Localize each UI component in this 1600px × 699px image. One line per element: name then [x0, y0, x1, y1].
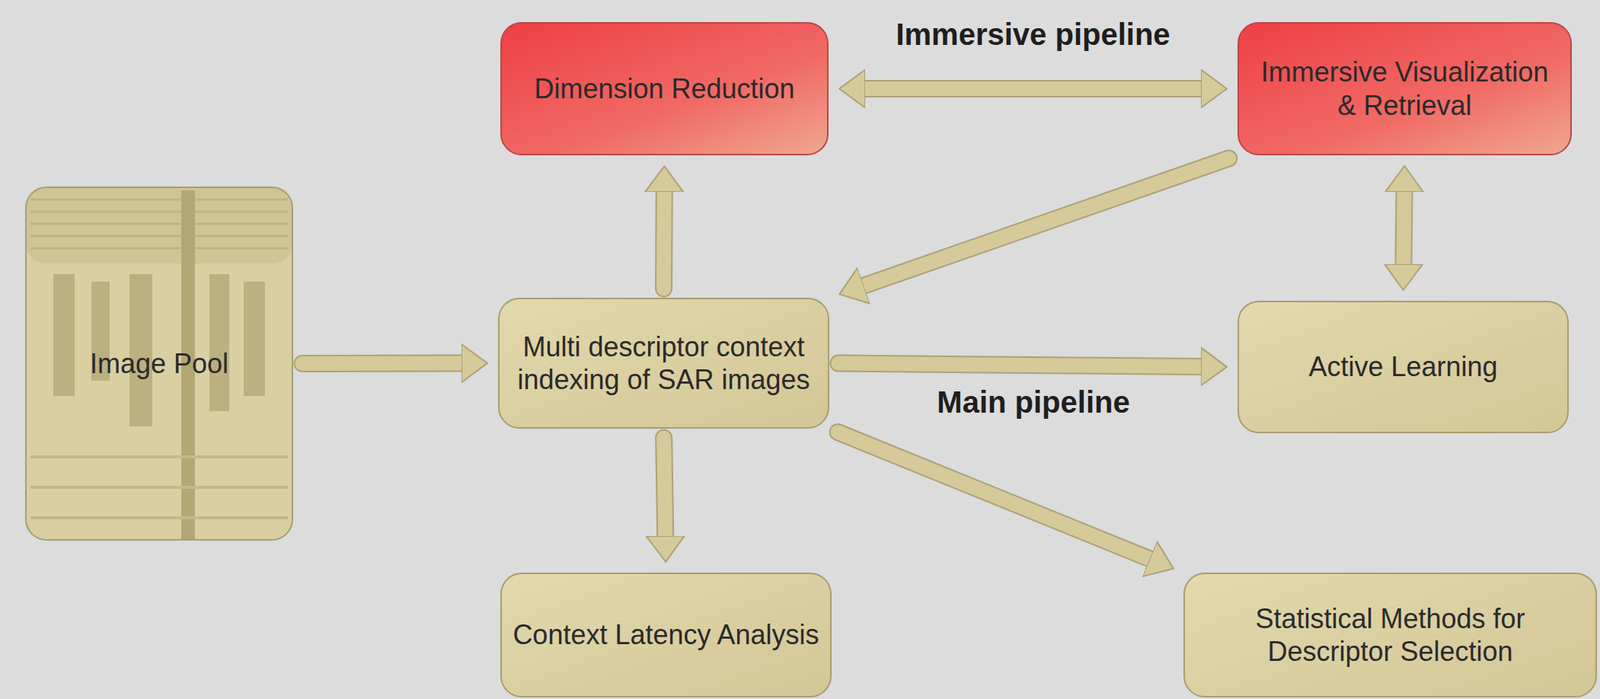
image-ground — [25, 187, 293, 540]
process-box: Dimension Reduction — [500, 22, 829, 156]
connector-outline — [654, 190, 674, 289]
node-text: Active Learning — [1297, 350, 1508, 384]
node-text: Image Pool — [79, 347, 240, 381]
node-text: Statistical Methods for Descriptor Selec… — [1184, 602, 1596, 668]
node-text: Multi descriptor context indexing of SAR… — [499, 330, 828, 397]
edge-label: Main pipeline — [932, 384, 1134, 419]
connector-outline — [302, 354, 464, 373]
node-text: Dimension Reduction — [523, 72, 805, 106]
process-box: Multi descriptor context indexing of SAR… — [498, 297, 830, 429]
image-roof — [25, 187, 293, 264]
connector-outline — [863, 79, 1203, 98]
edge-label: Immersive pipeline — [891, 16, 1175, 52]
block-arrow — [862, 158, 1229, 287]
block-arrow — [664, 437, 666, 538]
connector-outline — [664, 437, 666, 538]
sar-image-illustration — [25, 187, 293, 540]
block-arrow — [838, 363, 1203, 367]
process-box: Context Latency Analysis — [500, 572, 832, 698]
connector-outline — [1403, 190, 1405, 266]
image-node: Image Pool — [25, 186, 294, 541]
block-arrow — [1403, 190, 1405, 266]
connector-outline — [838, 363, 1203, 367]
process-box: Immersive Visualization & Retrieval — [1237, 22, 1572, 156]
block-arrow — [863, 81, 1203, 96]
process-box: Statistical Methods for Descriptor Selec… — [1183, 572, 1597, 698]
block-arrow — [656, 190, 672, 289]
block-arrow — [837, 432, 1151, 560]
connector-outline — [837, 432, 1151, 560]
image-stripes — [30, 199, 288, 249]
process-box: Active Learning — [1237, 300, 1569, 434]
block-arrow — [302, 356, 464, 371]
image-windows — [53, 274, 266, 427]
connector-outline — [862, 158, 1229, 287]
node-text: Context Latency Analysis — [501, 618, 830, 652]
image-rails — [30, 456, 288, 518]
node-text: Immersive Visualization & Retrieval — [1239, 55, 1571, 122]
